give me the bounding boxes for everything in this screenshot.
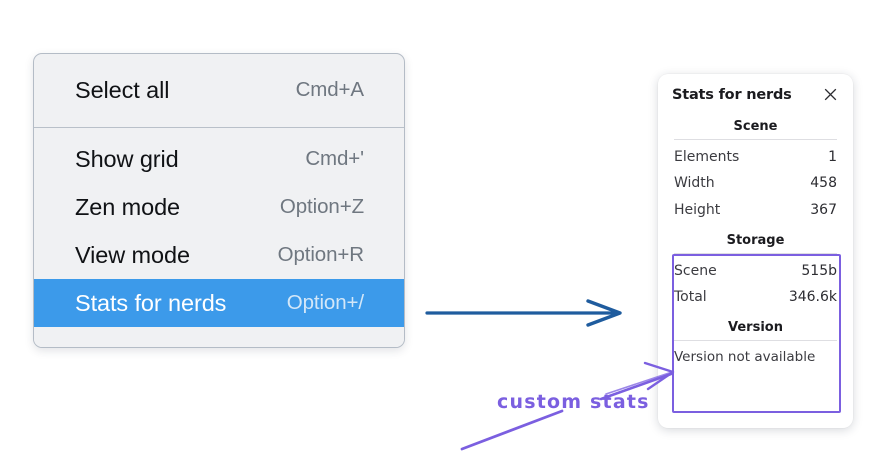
menu-item-shortcut: Cmd+' — [305, 147, 364, 170]
canvas-context-menu: Select all Cmd+A Show grid Cmd+' Zen mod… — [33, 53, 405, 348]
menu-bottom-padding — [34, 327, 404, 347]
menu-item-view-mode[interactable]: View mode Option+R — [34, 231, 404, 279]
menu-item-zen-mode[interactable]: Zen mode Option+Z — [34, 183, 404, 231]
menu-item-label: Select all — [75, 76, 170, 103]
stat-row-storage-scene: Scene 515b — [672, 258, 839, 284]
stat-value: 367 — [810, 201, 837, 218]
stats-group-version: Version Version not available — [672, 318, 839, 367]
panel-header: Stats for nerds — [672, 86, 839, 103]
menu-item-label: Zen mode — [75, 193, 181, 220]
stat-row-width: Width 458 — [672, 170, 839, 196]
group-title-version: Version — [728, 320, 783, 336]
menu-item-shortcut: Option+/ — [286, 291, 364, 314]
group-spacer — [672, 223, 839, 231]
menu-divider — [34, 127, 404, 128]
group-rule — [674, 252, 837, 254]
menu-item-shortcut: Option+R — [277, 243, 364, 266]
stat-value: 346.6k — [788, 289, 837, 306]
stat-row-elements: Elements 1 — [672, 144, 839, 170]
stat-label: Height — [674, 201, 721, 218]
stats-for-nerds-panel: Stats for nerds Scene Elements 1 Width 4… — [658, 74, 853, 428]
stat-row-storage-total: Total 346.6k — [672, 284, 839, 310]
menu-to-panel-arrow — [425, 299, 622, 327]
group-rule — [674, 340, 837, 342]
stat-label: Scene — [674, 262, 717, 279]
panel-title: Stats for nerds — [672, 86, 792, 103]
version-status-text: Version not available — [674, 349, 816, 366]
stat-value: 458 — [810, 175, 837, 192]
menu-item-label: Show grid — [75, 145, 179, 172]
menu-item-label: View mode — [75, 241, 190, 268]
group-title-storage: Storage — [726, 232, 785, 248]
menu-item-shortcut: Cmd+A — [295, 78, 365, 101]
stat-label: Elements — [674, 149, 740, 165]
menu-section-selection: Select all Cmd+A — [34, 54, 404, 127]
custom-stats-annotation-text: custom stats — [497, 391, 650, 413]
menu-item-stats-for-nerds[interactable]: Stats for nerds Option+/ — [34, 279, 404, 327]
group-title-scene: Scene — [733, 119, 778, 134]
stat-row-height: Height 367 — [672, 197, 839, 223]
stat-label: Width — [674, 175, 715, 192]
menu-item-label: Stats for nerds — [75, 289, 227, 316]
stat-value: 515b — [801, 262, 837, 279]
menu-item-show-grid[interactable]: Show grid Cmd+' — [34, 135, 404, 183]
handwriting-underline-stroke — [460, 409, 564, 451]
close-icon[interactable] — [822, 86, 839, 103]
menu-item-select-all[interactable]: Select all Cmd+A — [34, 66, 404, 114]
group-spacer — [672, 310, 839, 318]
stat-label: Total — [674, 289, 707, 306]
menu-item-shortcut: Option+Z — [279, 195, 364, 218]
stats-group-storage: Storage Scene 515b Total 346.6k — [672, 231, 839, 311]
stats-group-scene: Scene Elements 1 Width 458 Height 367 — [672, 117, 839, 223]
group-rule — [674, 139, 837, 140]
menu-section-view: Show grid Cmd+' Zen mode Option+Z View m… — [34, 128, 404, 347]
stat-value: 1 — [828, 149, 837, 165]
